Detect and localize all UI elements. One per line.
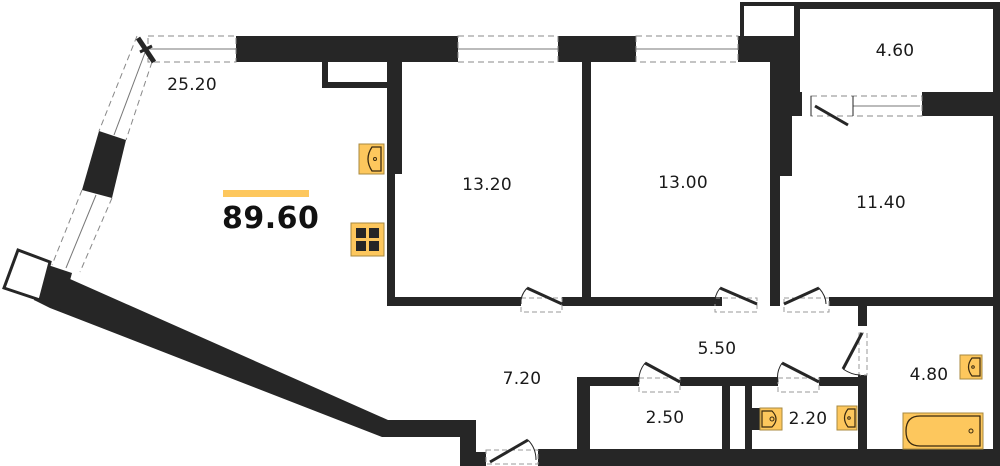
ventilation-shaft	[2, 248, 52, 302]
windows	[51, 35, 923, 273]
total-area-value: 89.60	[222, 201, 320, 236]
room-area-bedroom-1: 13.20	[462, 175, 512, 195]
sink-icon	[959, 354, 983, 380]
room-area-bedroom-3: 11.40	[856, 193, 906, 213]
stove-icon	[350, 222, 385, 257]
room-area-bathroom: 4.80	[909, 365, 949, 385]
room-area-corridor: 5.50	[697, 339, 737, 359]
room-area-entrance-hall: 7.20	[502, 369, 542, 389]
room-area-living-kitchen: 25.20	[167, 75, 217, 95]
room-area-storage: 2.50	[645, 408, 685, 428]
sink-icon	[358, 143, 385, 175]
sink-icon	[836, 405, 858, 431]
total-area-accent-bar	[223, 190, 309, 197]
doors	[485, 96, 868, 465]
walls	[34, 2, 1000, 466]
room-area-balcony: 4.60	[875, 41, 915, 61]
room-area-toilet: 2.20	[788, 409, 828, 429]
room-area-bedroom-2: 13.00	[658, 173, 708, 193]
toilet-icon	[750, 407, 783, 431]
fixtures	[350, 143, 984, 450]
bathtub-icon	[902, 412, 984, 450]
